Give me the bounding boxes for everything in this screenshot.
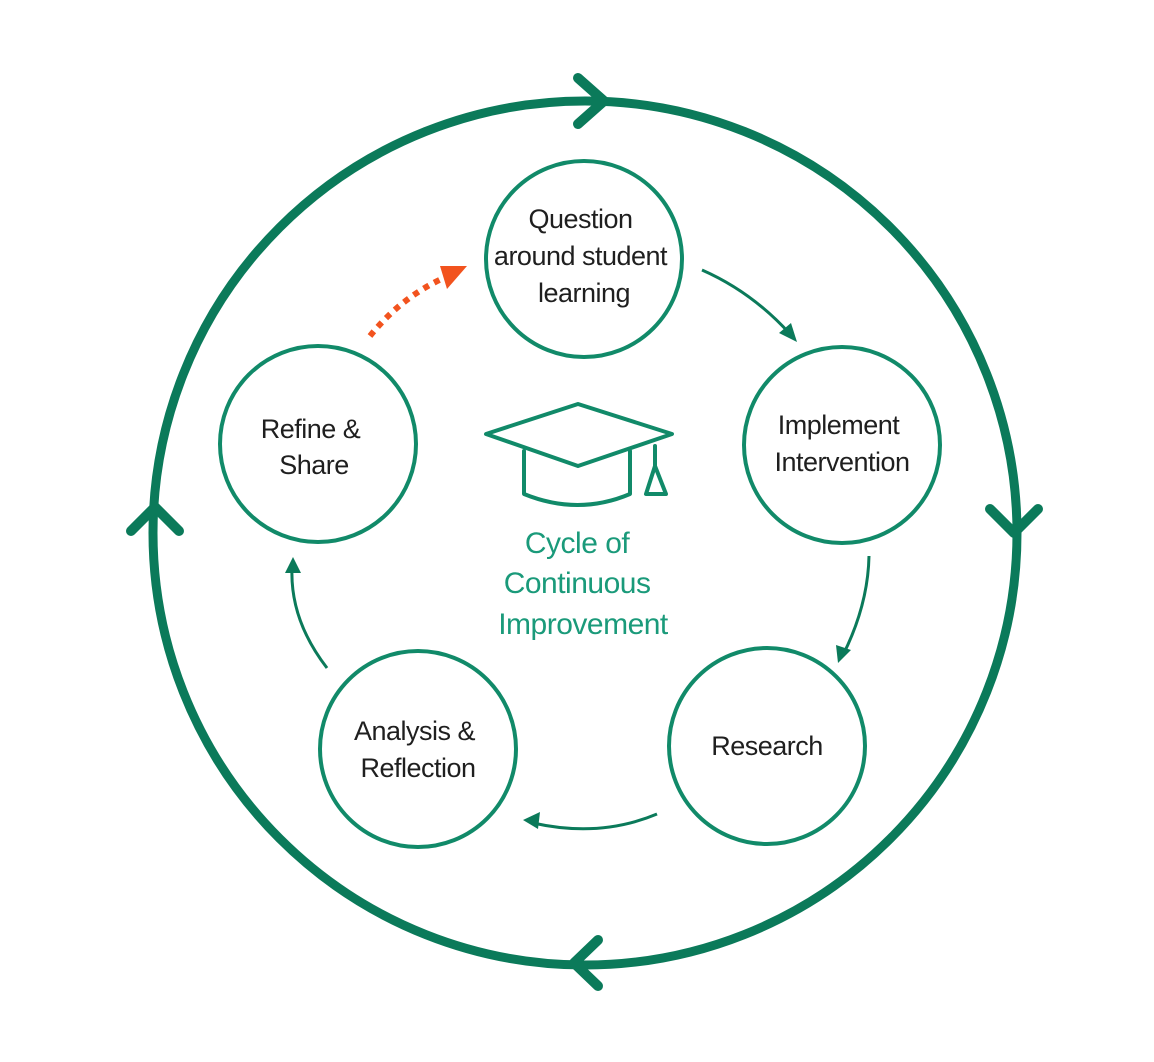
node-research-circle (667, 646, 867, 846)
node-refine-label: Refine & Share (261, 414, 368, 480)
arrowhead-research-to-analysis-icon (523, 812, 540, 829)
outer-cycle-ring (126, 73, 1043, 991)
node-research-label: Research (711, 731, 823, 761)
node-refine-circle (218, 344, 418, 544)
node-question-label: Question around student learning (494, 204, 674, 308)
node-analysis: Analysis & Reflection (318, 649, 518, 849)
node-analysis-label: Analysis & Reflection (354, 716, 482, 783)
node-implement-circle (742, 345, 942, 545)
center-title: Cycle of Continuous Improvement (498, 527, 669, 641)
node-refine: Refine & Share (218, 344, 418, 544)
node-question: Question around student learning (484, 159, 684, 359)
arrowhead-question-to-implement-icon (779, 323, 797, 342)
arrow-refine-to-question-dotted (367, 273, 450, 338)
node-research: Research (667, 646, 867, 846)
node-question-circle (484, 159, 684, 359)
arrow-question-to-implement (701, 268, 792, 336)
outer-ring-chevron-bottom-icon (569, 935, 603, 991)
outer-ring-chevron-top-icon (573, 73, 609, 129)
node-implement: Implement Intervention (742, 345, 942, 545)
arrowhead-analysis-to-refine-icon (285, 557, 301, 573)
node-analysis-circle (318, 649, 518, 849)
arrowhead-refine-to-question-icon (440, 266, 467, 289)
arrow-research-to-analysis (532, 812, 658, 831)
graduation-cap-icon (484, 402, 674, 507)
node-implement-label: Implement Intervention (774, 410, 909, 477)
outer-ring-chevron-left-icon (126, 502, 184, 536)
arrow-analysis-to-refine (290, 567, 329, 669)
connectors (285, 266, 871, 831)
outer-ring-chevron-right-icon (985, 504, 1043, 538)
arrowhead-implement-to-research-icon (836, 645, 851, 663)
arrow-implement-to-research (841, 555, 871, 656)
